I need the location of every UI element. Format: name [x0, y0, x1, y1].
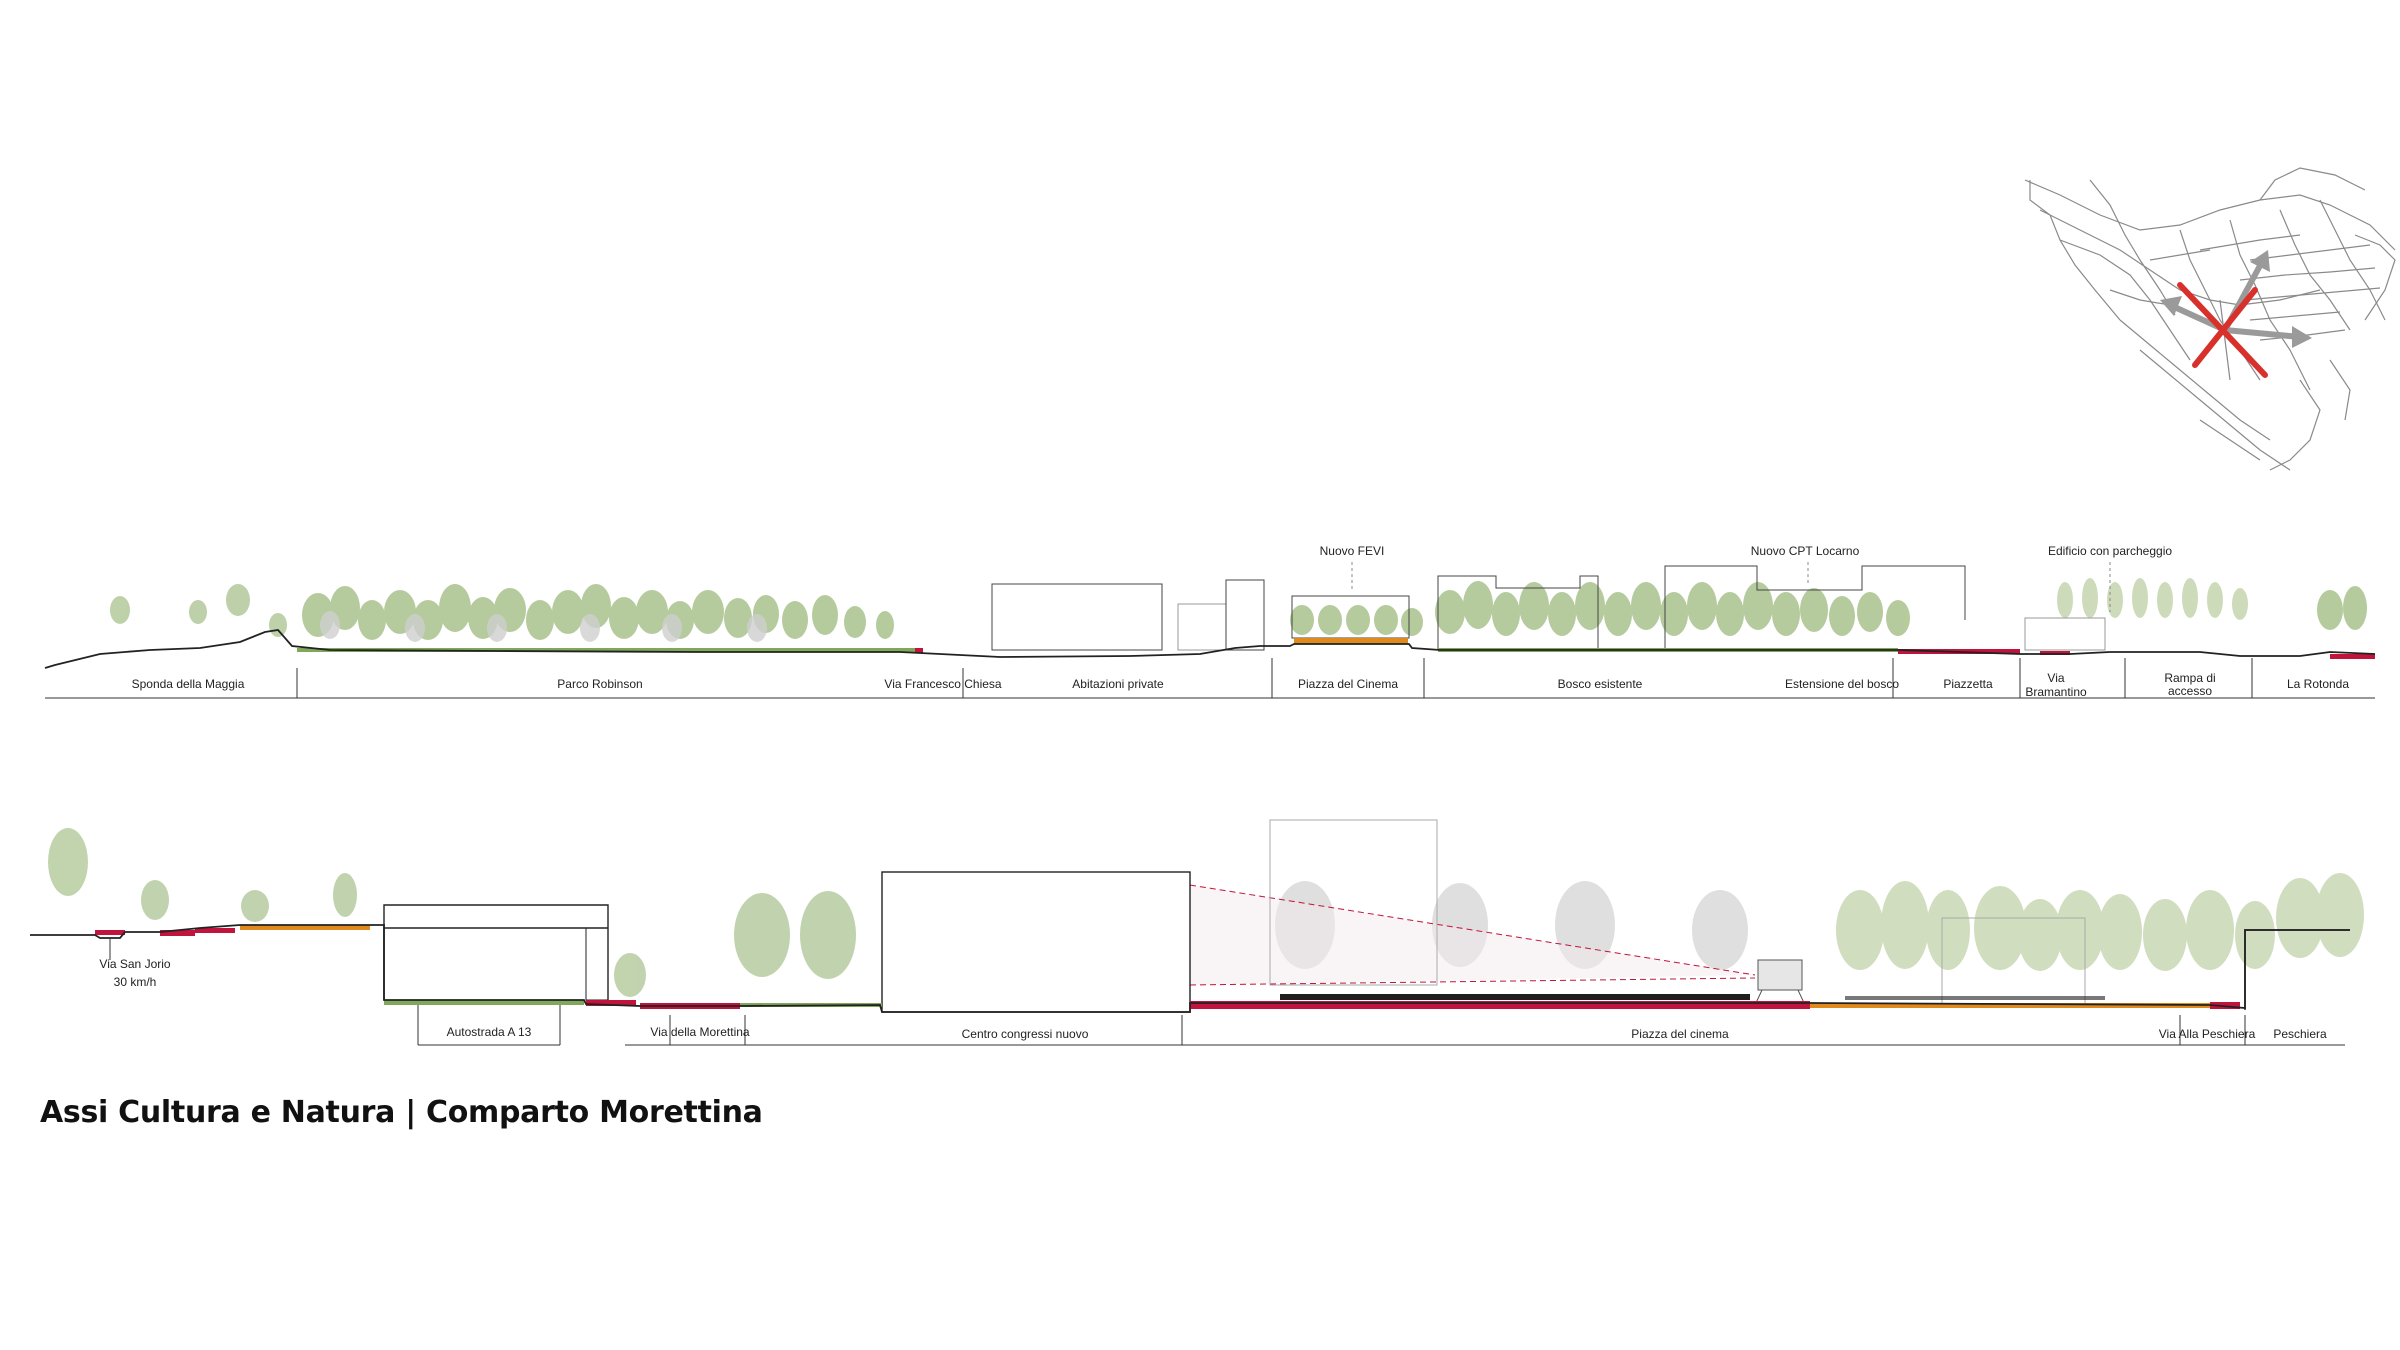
label-peschiera: Peschiera	[2273, 1027, 2327, 1041]
section-2-label-frame	[109, 938, 2345, 1046]
label-speed: 30 km/h	[114, 975, 157, 989]
label-alla-peschiera: Via Alla Peschiera	[2159, 1027, 2256, 1041]
section-2-ground	[30, 924, 2350, 1013]
label-rotonda: La Rotonda	[2287, 677, 2349, 691]
label-morettina: Via della Morettina	[650, 1025, 749, 1039]
label-rampa-2: accesso	[2168, 684, 2212, 698]
label-bramantino-1: Via	[2047, 671, 2064, 685]
annotation-cpt: Nuovo CPT Locarno	[1751, 544, 1860, 558]
label-bosco: Bosco esistente	[1558, 677, 1643, 691]
key-map	[2024, 167, 2396, 471]
page-title: Assi Cultura e Natura | Comparto Moretti…	[40, 1095, 763, 1130]
label-abitazioni: Abitazioni private	[1072, 677, 1164, 691]
label-piazza-cinema-2: Piazza del cinema	[1631, 1027, 1729, 1041]
annotation-parcheggio: Edificio con parcheggio	[2048, 544, 2172, 558]
annotation-fevi: Nuovo FEVI	[1320, 544, 1385, 558]
label-chiesa: Via Francesco Chiesa	[884, 677, 1001, 691]
label-autostrada: Autostrada A 13	[447, 1025, 532, 1039]
crowd	[1280, 994, 2105, 1000]
label-robinson: Parco Robinson	[557, 677, 642, 691]
projection-cone	[1189, 819, 1806, 1006]
section-1-bands	[297, 638, 2375, 659]
section-1-label-frame	[45, 658, 2375, 699]
label-estensione: Estensione del bosco	[1785, 677, 1899, 691]
section-1: Sponda della Maggia Parco Robinson Via F…	[44, 544, 2376, 699]
section-2: Via San Jorio 30 km/h Autostrada A 13 Vi…	[30, 819, 2364, 1046]
label-congressi: Centro congressi nuovo	[962, 1027, 1089, 1041]
section-1-trees	[110, 578, 2367, 642]
label-sponda: Sponda della Maggia	[132, 677, 245, 691]
label-rampa-1: Rampa di	[2164, 671, 2215, 685]
label-san-jorio: Via San Jorio	[99, 957, 170, 971]
section-1-ground	[44, 629, 2376, 669]
label-bramantino-2: Bramantino	[2025, 685, 2087, 699]
label-piazza-cinema-1: Piazza del Cinema	[1298, 677, 1398, 691]
label-piazzetta: Piazzetta	[1943, 677, 1993, 691]
